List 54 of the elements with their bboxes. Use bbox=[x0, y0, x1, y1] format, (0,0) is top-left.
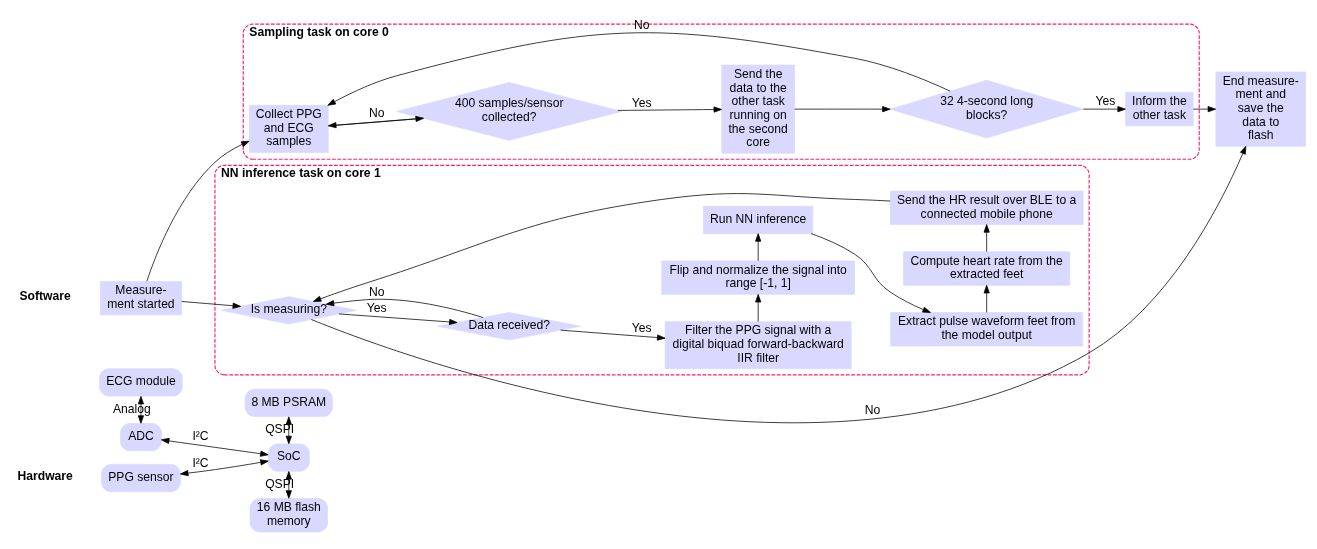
node-box: Filter the PPG signal with a digital biquad forward-backward IIR filter bbox=[664, 320, 852, 369]
arrow bbox=[137, 395, 144, 424]
arrow bbox=[1193, 105, 1217, 112]
node-box: End measure- ment and save the data to flash bbox=[1215, 71, 1306, 147]
node-diamond: 32 4-second long blocks? bbox=[889, 79, 1084, 138]
node-box: Collect PPG and ECG samples bbox=[248, 104, 329, 153]
arrow bbox=[180, 458, 269, 476]
edge-label: QSPI bbox=[265, 476, 295, 491]
node-box: Measure- ment started bbox=[99, 280, 182, 315]
node-box: ECG module bbox=[99, 367, 183, 396]
arrow bbox=[325, 298, 484, 318]
arrow bbox=[310, 145, 1247, 423]
arrow bbox=[560, 329, 666, 341]
node-box: Inform the other task bbox=[1125, 91, 1194, 126]
arrow bbox=[181, 300, 241, 309]
node-box: Send the data to the other task running on the second core bbox=[721, 64, 795, 154]
edge-label: I²C bbox=[192, 455, 209, 470]
arrow bbox=[794, 105, 891, 112]
edge-label: No bbox=[368, 105, 385, 120]
arrow bbox=[810, 232, 931, 313]
edge-label: No bbox=[368, 284, 385, 299]
edge-label: Yes bbox=[1095, 93, 1116, 108]
edge-label: Yes bbox=[366, 300, 387, 315]
node-box: 8 MB PSRAM bbox=[244, 388, 333, 417]
edge-label: Yes bbox=[631, 95, 652, 110]
arrow bbox=[146, 140, 250, 282]
node-diamond: 400 samples/sensor collected? bbox=[396, 81, 622, 141]
label: Hardware bbox=[17, 468, 73, 483]
arrow bbox=[338, 313, 458, 325]
arrow bbox=[983, 223, 990, 252]
node-box: 16 MB flash memory bbox=[249, 497, 328, 532]
node-box: SoC bbox=[267, 443, 310, 472]
arrow bbox=[755, 293, 762, 322]
edge-label: I²C bbox=[192, 428, 209, 443]
arrow bbox=[327, 31, 951, 106]
node-box: Run NN inference bbox=[703, 205, 814, 234]
node-box: Extract pulse waveform feet from the model output bbox=[890, 311, 1084, 346]
edge-label: QSPI bbox=[265, 421, 295, 436]
edge-label: No bbox=[864, 402, 881, 417]
node-box: Send the HR result over BLE to a connected mobile phone bbox=[889, 190, 1084, 225]
arrow bbox=[1082, 105, 1126, 112]
arrow bbox=[617, 106, 722, 113]
arrow bbox=[312, 192, 891, 302]
arrow bbox=[983, 284, 990, 313]
edge-label: Analog bbox=[112, 401, 151, 416]
node-box: Compute heart rate from the extracted feet bbox=[903, 250, 1071, 286]
node-diamond: Data received? bbox=[437, 311, 582, 340]
edge-label: Yes bbox=[631, 320, 652, 335]
arrow bbox=[161, 437, 269, 457]
node-box: ADC bbox=[120, 422, 162, 451]
label: Software bbox=[19, 288, 71, 303]
arrow bbox=[755, 232, 762, 261]
node-box: PPG sensor bbox=[101, 463, 181, 492]
node-box: Flip and normalize the signal into range [-1, 1] bbox=[661, 260, 855, 295]
